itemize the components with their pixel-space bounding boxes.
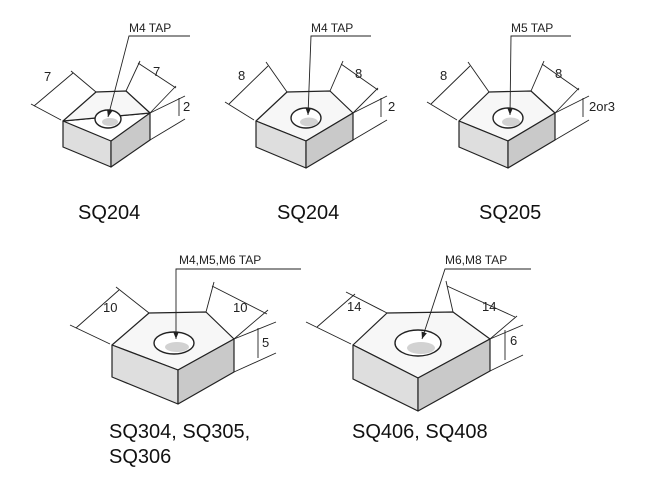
dim-left: 8 xyxy=(238,68,245,83)
part-sq204-7mm: M4 TAP 7 7 2 SQ204 xyxy=(30,21,190,224)
part-name-line2: SQ306 xyxy=(109,446,171,468)
extension-line xyxy=(554,95,590,114)
dim-height: 2or3 xyxy=(589,99,615,114)
dim-right: 7 xyxy=(153,64,160,79)
tap-label: M6,M8 TAP xyxy=(445,253,507,267)
extension-line xyxy=(265,61,288,93)
dim-height: 2 xyxy=(388,99,395,114)
tap-label: M4 TAP xyxy=(129,21,171,35)
tap-label: M4 TAP xyxy=(311,21,353,35)
extension-line xyxy=(352,119,388,141)
extension-line xyxy=(352,87,379,114)
extension-line xyxy=(205,281,215,313)
part-sq205: M5 TAP 8 8 2or3 SQ205 xyxy=(426,21,615,224)
tap-leader xyxy=(173,268,301,339)
tap-leader xyxy=(507,35,571,116)
dimension-line xyxy=(446,285,516,318)
dim-right: 8 xyxy=(355,66,362,81)
dimension-line xyxy=(137,62,177,89)
extension-line xyxy=(233,309,269,340)
extension-line xyxy=(69,324,111,345)
part-sq304: M4,M5,M6 TAP 10 10 5 SQ304, SQ305, SQ306 xyxy=(69,253,301,468)
extension-line xyxy=(426,101,458,121)
hole-thread xyxy=(407,342,435,354)
dim-height: 2 xyxy=(183,99,190,114)
extension-line xyxy=(489,324,524,340)
tap-label: M5 TAP xyxy=(511,21,553,35)
dim-right: 8 xyxy=(555,66,562,81)
part-name: SQ204 xyxy=(78,202,140,224)
extension-line xyxy=(224,101,255,121)
extension-line xyxy=(554,119,590,141)
dim-left: 10 xyxy=(103,300,117,315)
dim-right: 14 xyxy=(482,299,496,314)
part-sq204-8mm: M4 TAP 8 8 2 SQ204 xyxy=(224,21,395,224)
extension-line xyxy=(70,70,97,93)
tap-leader xyxy=(421,268,531,340)
extension-line xyxy=(305,321,352,345)
extension-line xyxy=(30,103,62,121)
extension-line xyxy=(489,315,518,340)
extension-line xyxy=(125,60,141,92)
part-sq406: M6,M8 TAP 14 14 6 SQ406, SQ408 xyxy=(305,253,531,443)
dimension-line xyxy=(316,293,356,328)
part-name: SQ204 xyxy=(277,202,339,224)
part-name: SQ406, SQ408 xyxy=(352,421,488,443)
hole-thread xyxy=(165,342,189,352)
dimension-line xyxy=(340,63,379,91)
extension-line xyxy=(149,118,186,141)
dimension-line xyxy=(33,72,74,107)
dim-left: 8 xyxy=(440,68,447,83)
part-name: SQ205 xyxy=(479,202,541,224)
extension-line xyxy=(445,280,454,313)
dimension-line xyxy=(541,63,580,91)
hole-thread xyxy=(300,117,318,127)
dimension-line xyxy=(228,65,269,105)
dimension-line xyxy=(430,65,471,105)
extension-line xyxy=(149,85,177,114)
extension-line xyxy=(554,87,580,114)
tap-leader xyxy=(107,35,190,118)
tap-leader xyxy=(305,35,371,116)
dim-right: 10 xyxy=(233,300,247,315)
extension-line xyxy=(530,60,545,92)
extension-line xyxy=(115,286,150,314)
tap-label: M4,M5,M6 TAP xyxy=(179,253,261,267)
extension-line xyxy=(489,354,524,372)
extension-line xyxy=(329,60,344,92)
extension-line xyxy=(233,352,277,373)
dimension-line xyxy=(211,285,268,315)
hole-thread xyxy=(102,118,118,126)
dim-height: 6 xyxy=(510,333,517,348)
dim-left: 7 xyxy=(44,69,51,84)
extension-line xyxy=(149,95,186,114)
part-name-line1: SQ304, SQ305, xyxy=(109,421,250,443)
dim-left: 14 xyxy=(347,299,361,314)
hole-thread xyxy=(502,117,520,127)
dim-height: 5 xyxy=(262,335,269,350)
extension-line xyxy=(467,61,490,93)
extension-line xyxy=(352,95,388,114)
dimension-line xyxy=(75,289,120,329)
extension-line xyxy=(233,321,277,340)
